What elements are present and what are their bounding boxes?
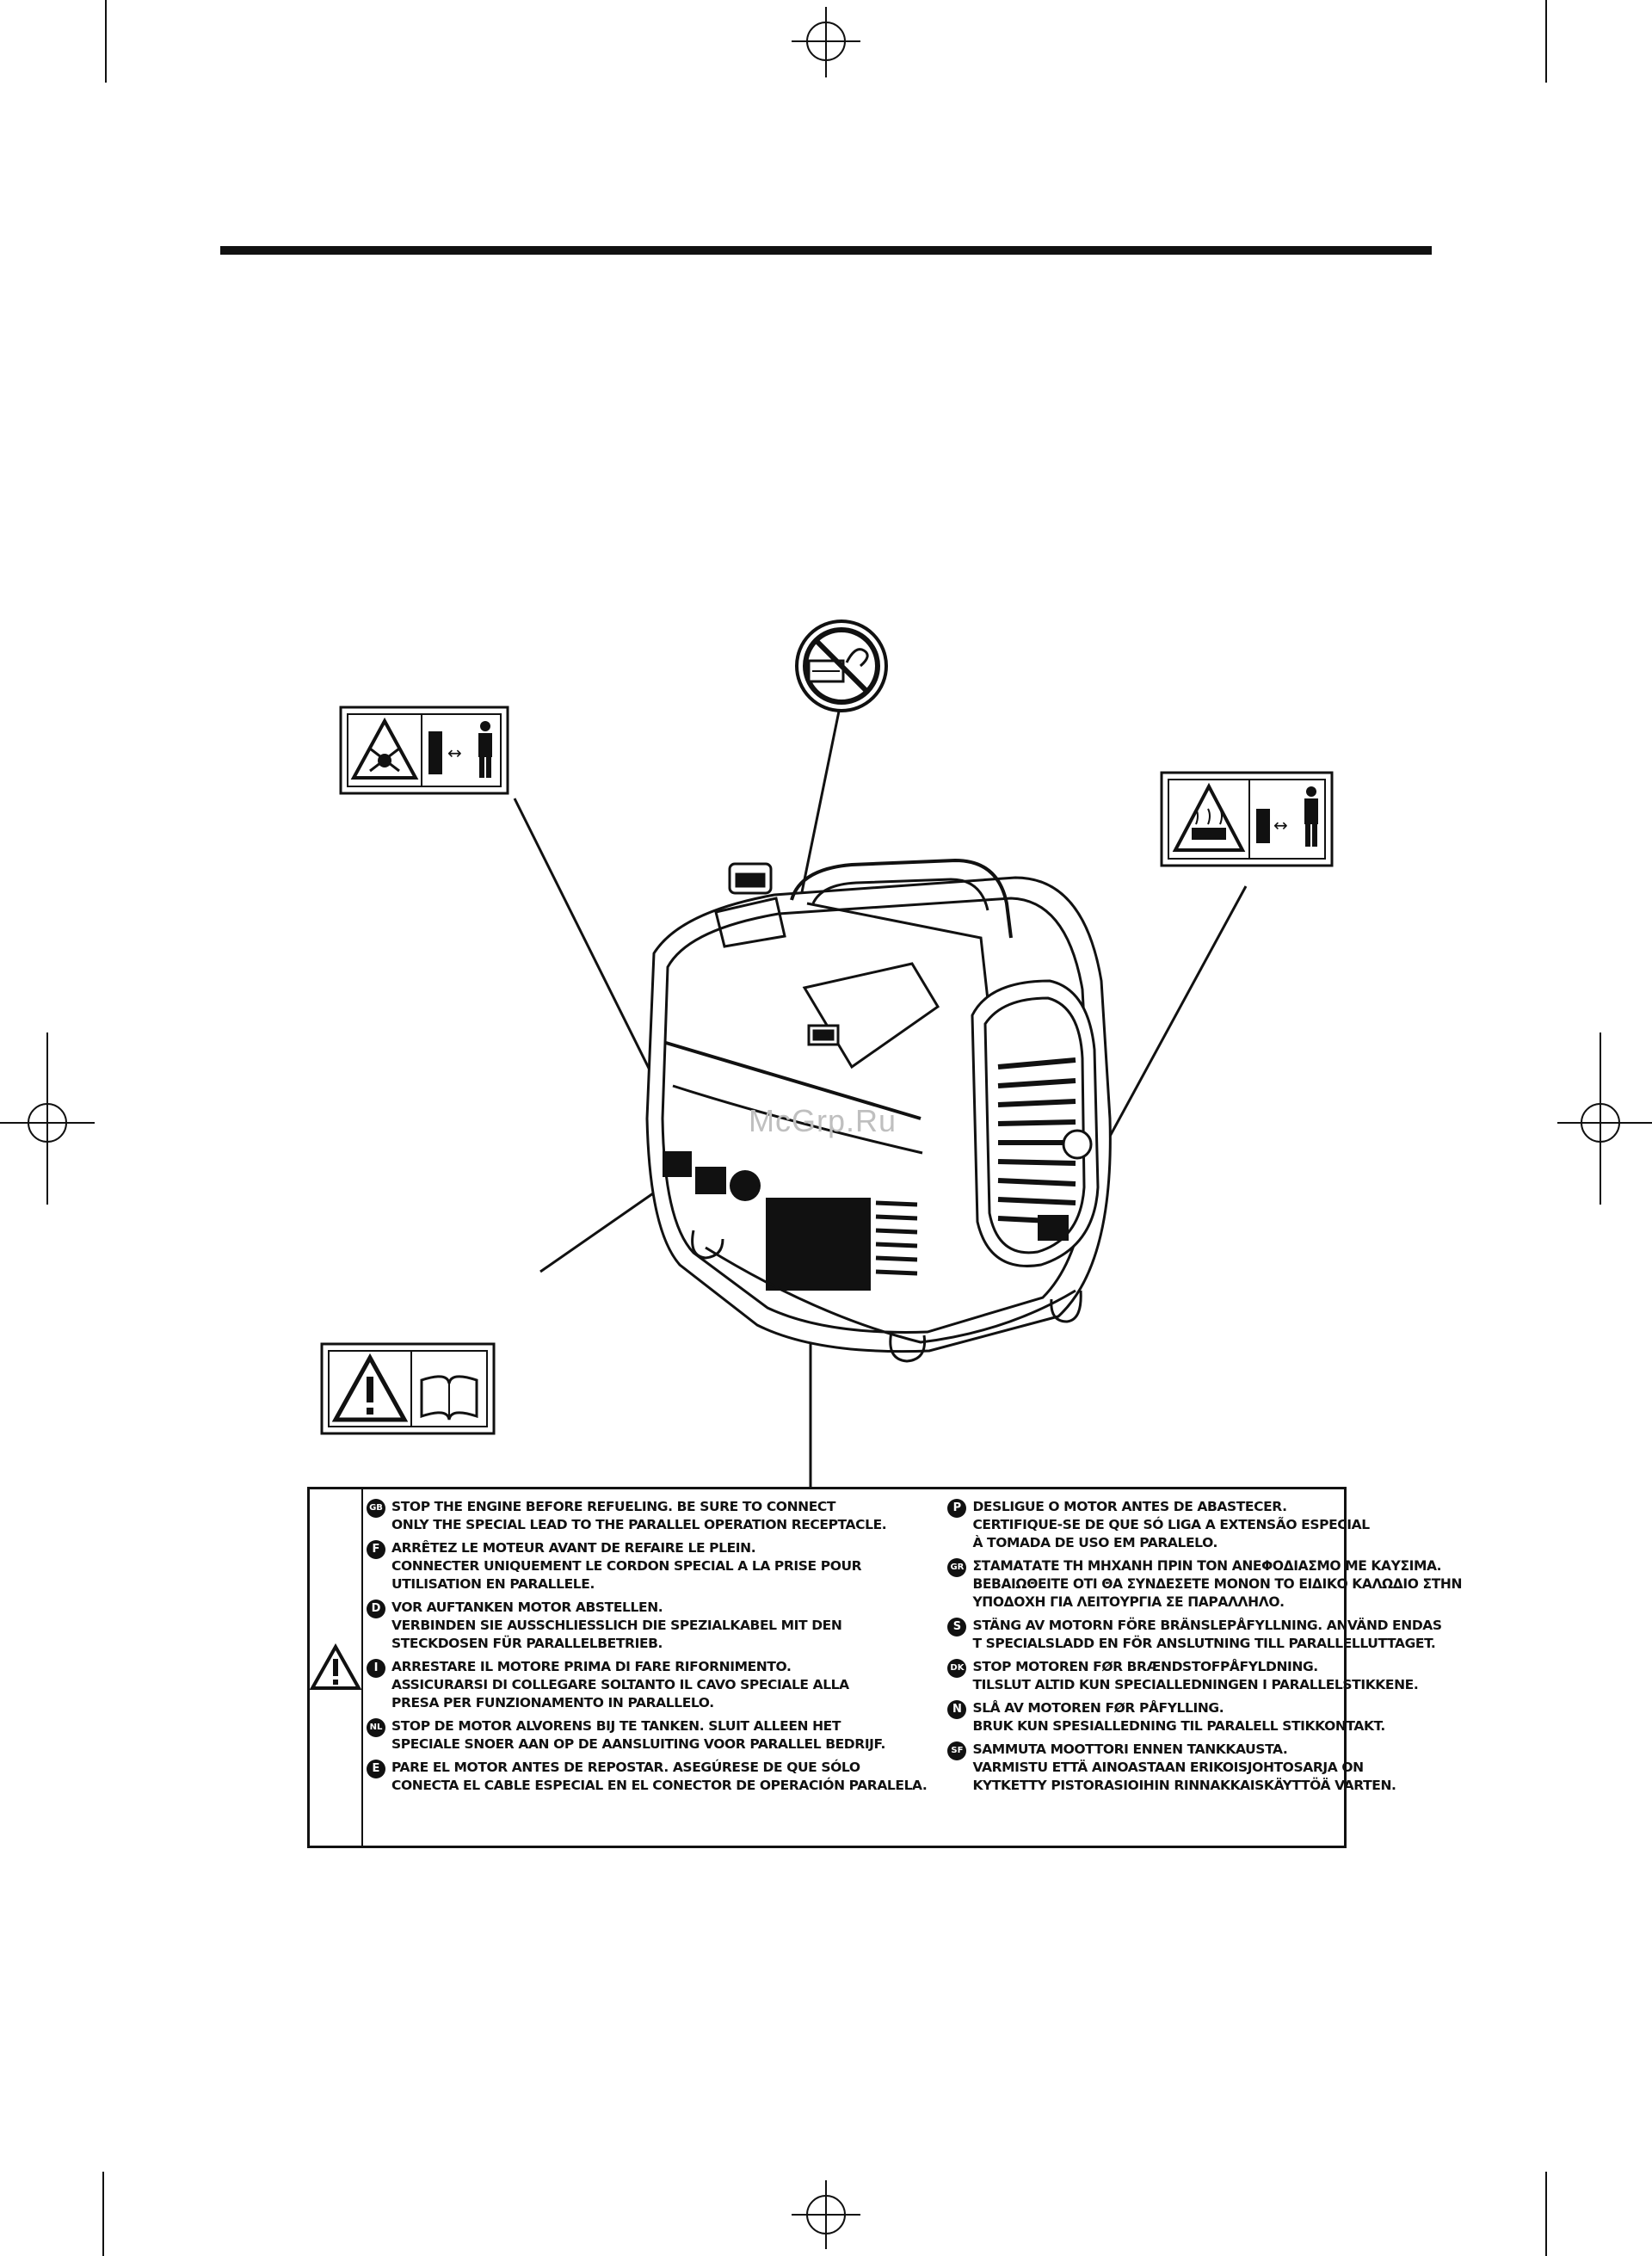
warning-line: PARE EL MOTOR ANTES DE REPOSTAR. ASEGÚRE… xyxy=(391,1760,860,1775)
warning-entry: GR ΣΤΑΜΑΤΑΤΕ ΤΗ ΜΗΧΑΝΗ ΠΡΙΝ ΤΟΝ ΑΝΕΦΟΔΙΑΣ… xyxy=(947,1557,1462,1612)
warning-line: SLÅ AV MOTOREN FØR PÅFYLLING. xyxy=(972,1700,1224,1716)
language-badge: N xyxy=(947,1700,967,1719)
language-badge: NL xyxy=(367,1718,385,1737)
warning-line: ΣΤΑΜΑΤΑΤΕ ΤΗ ΜΗΧΑΝΗ ΠΡΙΝ ΤΟΝ ΑΝΕΦΟΔΙΑΣΜΟ… xyxy=(972,1558,1442,1574)
warning-line: STOP DE MOTOR ALVORENS BIJ TE TANKEN. SL… xyxy=(391,1718,841,1734)
language-badge: P xyxy=(947,1499,967,1518)
header-rule xyxy=(220,246,1432,255)
warning-entry: S STÄNG AV MOTORN FÖRE BRÄNSLEPÅFYLLNING.… xyxy=(947,1617,1462,1653)
warning-line: VERBINDEN SIE AUSSCHLIESSLICH DIE SPEZIA… xyxy=(391,1618,842,1633)
language-badge: F xyxy=(367,1540,385,1559)
warning-line: T SPECIALSLADD EN FÖR ANSLUTNING TILL PA… xyxy=(972,1636,1436,1651)
no-connect-sign-icon xyxy=(795,619,888,712)
warning-entry: F ARRÊTEZ LE MOTEUR AVANT DE REFAIRE LE P… xyxy=(367,1539,927,1593)
warning-icon-cell xyxy=(310,1489,363,1846)
language-badge: DK xyxy=(947,1659,967,1678)
warning-line: PRESA PER FUNZIONAMENTO IN PARALLELO. xyxy=(391,1695,714,1710)
hot-surface-keep-distance-icon: ↔ xyxy=(1160,771,1334,867)
warning-line: STOP MOTOREN FØR BRÆNDSTOFPÅFYLDNING. xyxy=(972,1659,1318,1674)
warning-line: UTILISATION EN PARALLELE. xyxy=(391,1576,595,1592)
warning-entry: DK STOP MOTOREN FØR BRÆNDSTOFPÅFYLDNING. T… xyxy=(947,1658,1462,1694)
warning-entry: GB STOP THE ENGINE BEFORE REFUELING. BE S… xyxy=(367,1498,927,1534)
warning-line: VARMISTU ETTÄ AINOASTAAN ERIKOISJOHTOSAR… xyxy=(972,1760,1364,1775)
language-badge: E xyxy=(367,1760,385,1778)
warning-line: CERTIFIQUE-SE DE QUE SÓ LIGA A EXTENSÃO … xyxy=(972,1517,1370,1532)
language-badge: I xyxy=(367,1659,385,1678)
warning-line: STOP THE ENGINE BEFORE REFUELING. BE SUR… xyxy=(391,1499,836,1514)
warning-line: CONECTA EL CABLE ESPECIAL EN EL CONECTOR… xyxy=(391,1778,928,1793)
language-badge: D xyxy=(367,1600,385,1618)
warning-line: DESLIGUE O MOTOR ANTES DE ABASTECER. xyxy=(972,1499,1287,1514)
warning-line: ONLY THE SPECIAL LEAD TO THE PARALLEL OP… xyxy=(391,1517,887,1532)
watermark: McGrp.Ru xyxy=(749,1103,897,1138)
warning-text-label: GB STOP THE ENGINE BEFORE REFUELING. BE S… xyxy=(307,1487,1462,1848)
svg-text:↔: ↔ xyxy=(1273,815,1288,835)
warning-line: À TOMADA DE USO EM PARALELO. xyxy=(972,1535,1218,1550)
warning-line: STÄNG AV MOTORN FÖRE BRÄNSLEPÅFYLLNING. … xyxy=(972,1618,1442,1633)
warning-line: ΒΕΒΑΙΩΘΕΙΤΕ ΟΤΙ ΘΑ ΣΥΝΔΕΣΕΤΕ ΜΟΝΟΝ ΤΟ ΕΙ… xyxy=(972,1576,1463,1592)
explosion-keep-distance-icon: ↔ xyxy=(339,706,509,795)
warning-line: ARRESTARE IL MOTORE PRIMA DI FARE RIFORN… xyxy=(391,1659,792,1674)
warning-column-left: GB STOP THE ENGINE BEFORE REFUELING. BE S… xyxy=(363,1489,935,1846)
warning-line: ASSICURARSI DI COLLEGARE SOLTANTO IL CAV… xyxy=(391,1677,849,1692)
warning-entry: E PARE EL MOTOR ANTES DE REPOSTAR. ASEGÚR… xyxy=(367,1759,928,1795)
warning-line: VOR AUFTANKEN MOTOR ABSTELLEN. xyxy=(391,1600,663,1615)
warning-column-right: P DESLIGUE O MOTOR ANTES DE ABASTECER. CER… xyxy=(935,1489,1470,1846)
language-badge: S xyxy=(947,1618,967,1637)
language-badge: GR xyxy=(947,1558,967,1577)
warning-line: KYTKETTY PISTORASIOIHIN RINNAKKAISKÄYTTÖ… xyxy=(972,1778,1396,1793)
warning-line: BRUK KUN SPESIALLEDNING TIL PARALELL STI… xyxy=(972,1718,1385,1734)
warning-entry: P DESLIGUE O MOTOR ANTES DE ABASTECER. CER… xyxy=(947,1498,1462,1552)
warning-line: SAMMUTA MOOTTORI ENNEN TANKKAUSTA. xyxy=(972,1741,1288,1757)
warning-line: ΥΠΟΔΟΧΗ ΓΙΑ ΛΕΙΤΟΥΡΓΙΑ ΣΕ ΠΑΡΑΛΛΗΛΟ. xyxy=(972,1594,1285,1610)
language-badge: SF xyxy=(947,1741,967,1760)
warning-read-manual-icon xyxy=(320,1342,496,1435)
warning-entry: SF SAMMUTA MOOTTORI ENNEN TANKKAUSTA. VARM… xyxy=(947,1741,1462,1795)
language-badge: GB xyxy=(367,1499,385,1518)
warning-entry: D VOR AUFTANKEN MOTOR ABSTELLEN. VERBINDEN… xyxy=(367,1599,927,1653)
generator-illustration xyxy=(645,858,1112,1363)
svg-text:↔: ↔ xyxy=(447,743,462,763)
warning-line: STECKDOSEN FÜR PARALLELBETRIEB. xyxy=(391,1636,663,1651)
warning-entry: N SLÅ AV MOTOREN FØR PÅFYLLING. BRUK KUN S… xyxy=(947,1699,1462,1735)
warning-entry: I ARRESTARE IL MOTORE PRIMA DI FARE RIFOR… xyxy=(367,1658,927,1712)
warning-entry: NL STOP DE MOTOR ALVORENS BIJ TE TANKEN. … xyxy=(367,1717,927,1754)
warning-line: ARRÊTEZ LE MOTEUR AVANT DE REFAIRE LE PL… xyxy=(391,1540,756,1556)
warning-line: CONNECTER UNIQUEMENT LE CORDON SPECIAL A… xyxy=(391,1558,862,1574)
warning-triangle-icon xyxy=(310,1643,361,1690)
warning-line: SPECIALE SNOER AAN OP DE AANSLUITING VOO… xyxy=(391,1736,885,1752)
warning-line: TILSLUT ALTID KUN SPECIALLEDNINGEN I PAR… xyxy=(972,1677,1419,1692)
